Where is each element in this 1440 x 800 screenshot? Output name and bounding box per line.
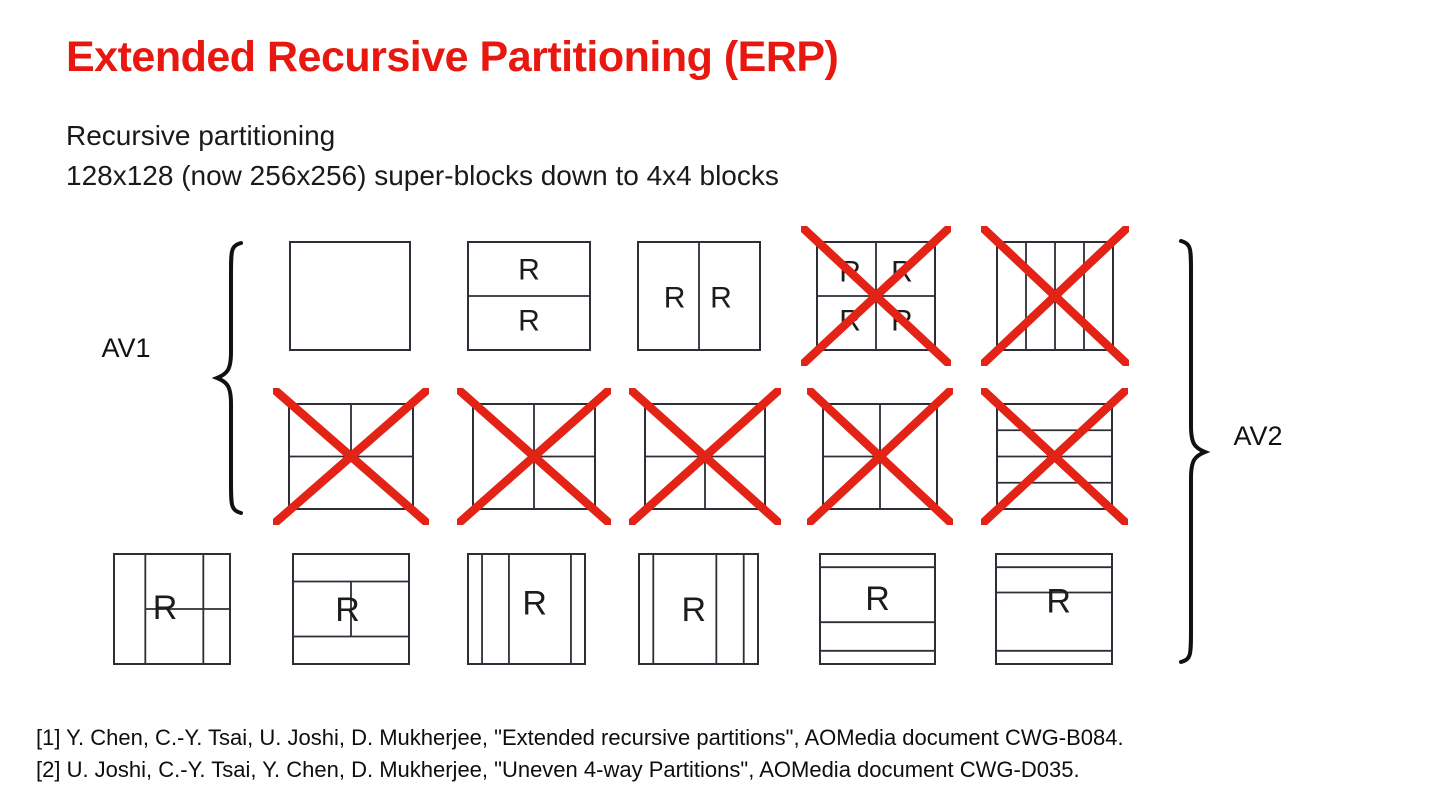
slide-subtitle: Recursive partitioning 128x128 (now 256x…	[66, 116, 779, 196]
partition-block-horz4b: R	[819, 553, 936, 665]
recursive-label: R	[518, 304, 540, 337]
partition-block-horz4a: R	[995, 553, 1113, 665]
slide-title: Extended Recursive Partitioning (ERP)	[66, 33, 839, 81]
partition-block-horz_b	[629, 388, 781, 525]
partition-block-horz: RR	[467, 241, 591, 351]
partition-block-vert4	[981, 226, 1129, 366]
subtitle-line-1: Recursive partitioning	[66, 120, 336, 151]
block-outline	[467, 553, 586, 665]
block-outline	[638, 553, 759, 665]
cross-out-icon	[981, 388, 1128, 525]
recursive-label: R	[681, 591, 706, 629]
av1-brace	[211, 241, 243, 515]
cross-out-icon	[807, 388, 953, 525]
recursive-label: R	[335, 591, 360, 629]
partition-block-vert3: R	[113, 553, 231, 665]
block-outline	[292, 553, 410, 665]
partition-block-horz3: R	[292, 553, 410, 665]
av2-brace	[1179, 239, 1211, 664]
block-outline	[289, 241, 411, 351]
partition-block-vert_a	[807, 388, 953, 525]
partition-block-vert4b: R	[638, 553, 759, 665]
recursive-label: R	[710, 282, 732, 315]
subtitle-line-2: 128x128 (now 256x256) super-blocks down …	[66, 160, 779, 191]
recursive-label: R	[865, 580, 890, 618]
block-outline	[995, 553, 1113, 665]
cross-out-icon	[801, 226, 951, 366]
partition-block-horz4	[981, 388, 1128, 525]
reference-2: [2] U. Joshi, C.-Y. Tsai, Y. Chen, D. Mu…	[36, 757, 1080, 782]
recursive-label: R	[518, 254, 540, 287]
recursive-label: R	[153, 589, 178, 627]
partition-block-horz_a	[273, 388, 429, 525]
cross-out-icon	[457, 388, 611, 525]
cross-out-icon	[273, 388, 429, 525]
references: [1] Y. Chen, C.-Y. Tsai, U. Joshi, D. Mu…	[36, 722, 1124, 786]
recursive-label: R	[1046, 582, 1071, 620]
partition-block-vert4a: R	[467, 553, 586, 665]
partition-block-vert_b	[457, 388, 611, 525]
av2-group-label: AV2	[1233, 421, 1283, 451]
av1-group-label: AV1	[101, 333, 151, 363]
partition-block-none	[289, 241, 411, 351]
recursive-label: R	[664, 282, 686, 315]
cross-out-icon	[629, 388, 781, 525]
recursive-label: R	[522, 585, 547, 623]
block-outline	[819, 553, 936, 665]
reference-1: [1] Y. Chen, C.-Y. Tsai, U. Joshi, D. Mu…	[36, 725, 1124, 750]
cross-out-icon	[981, 226, 1129, 366]
